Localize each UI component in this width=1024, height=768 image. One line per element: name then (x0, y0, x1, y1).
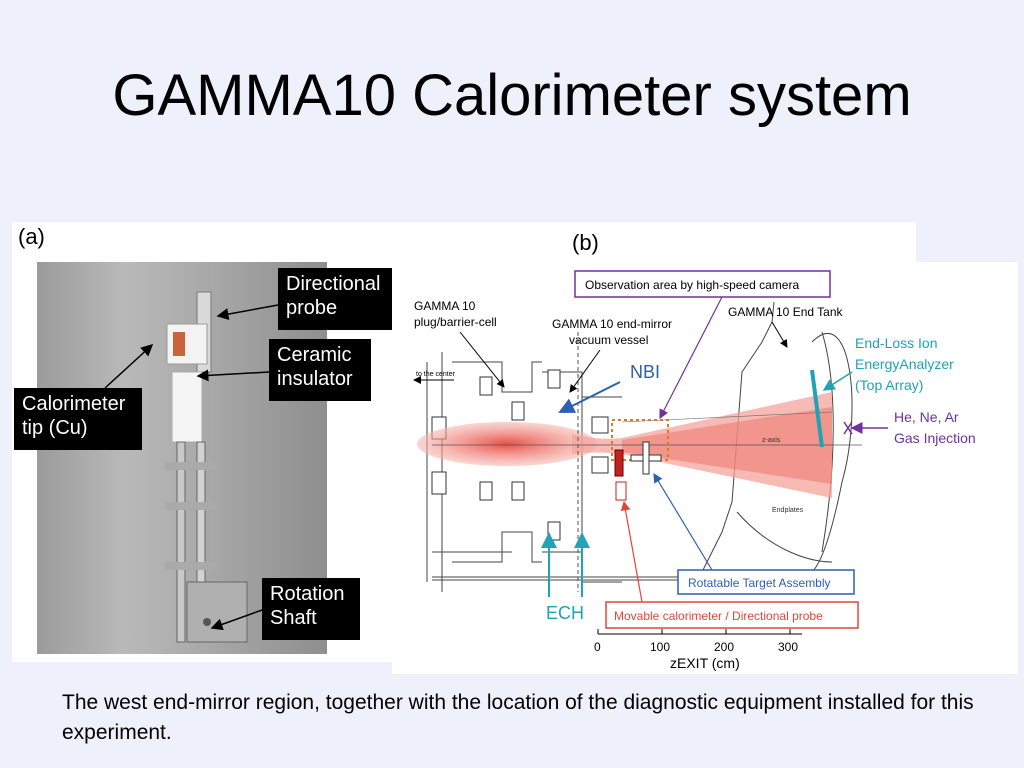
axis-tick-0: 0 (594, 640, 601, 654)
axis-title: zEXIT (cm) (670, 655, 740, 671)
end-mirror-line1: GAMMA 10 end-mirror (552, 317, 672, 331)
rotatable-target-label: Rotatable Target Assembly (688, 576, 831, 590)
axis-tick-200: 200 (714, 640, 734, 654)
gas-line2: Gas Injection (894, 430, 976, 446)
analyzer-line2: EnergyAnalyzer (855, 356, 954, 372)
calorimeter-tip-callout: Calorimeter tip (Cu) (14, 388, 142, 450)
observation-area-label: Observation area by high-speed camera (585, 278, 799, 292)
z-axis-label: z-axis (762, 437, 781, 444)
to-center-label: to the center (416, 371, 456, 378)
axis-tick-300: 300 (778, 640, 798, 654)
ceramic-insulator-callout: Ceramic insulator (269, 339, 371, 401)
gas-line1: He, Ne, Ar (894, 409, 959, 425)
nbi-label: NBI (630, 362, 660, 382)
analyzer-line1: End-Loss Ion (855, 335, 938, 351)
slide-caption: The west end-mirror region, together wit… (62, 691, 974, 744)
slide-title: GAMMA10 Calorimeter system (112, 63, 912, 128)
end-mirror-line2: vacuum vessel (569, 333, 648, 347)
directional-probe-callout: Directional probe (278, 268, 392, 330)
calorimeter-probe-illustration (165, 291, 248, 643)
rotation-shaft-callout: Rotation Shaft (262, 578, 360, 640)
endplates-label: Endplates (772, 507, 804, 514)
gamma10-diagram: z-axis Endplates GAMMA 10 plug/barrier-c… (392, 262, 1018, 674)
movable-calorimeter-label: Movable calorimeter / Directional probe (614, 609, 823, 623)
plug-cell-line2: plug/barrier-cell (414, 315, 497, 329)
panel-a-label: (a) (18, 224, 45, 249)
analyzer-line3: (Top Array) (855, 377, 923, 393)
ech-label: ECH (546, 603, 584, 623)
end-tank-label: GAMMA 10 End Tank (728, 305, 844, 319)
axis-tick-100: 100 (650, 640, 670, 654)
plug-cell-line1: GAMMA 10 (414, 299, 476, 313)
panel-b-label: (b) (572, 230, 599, 255)
